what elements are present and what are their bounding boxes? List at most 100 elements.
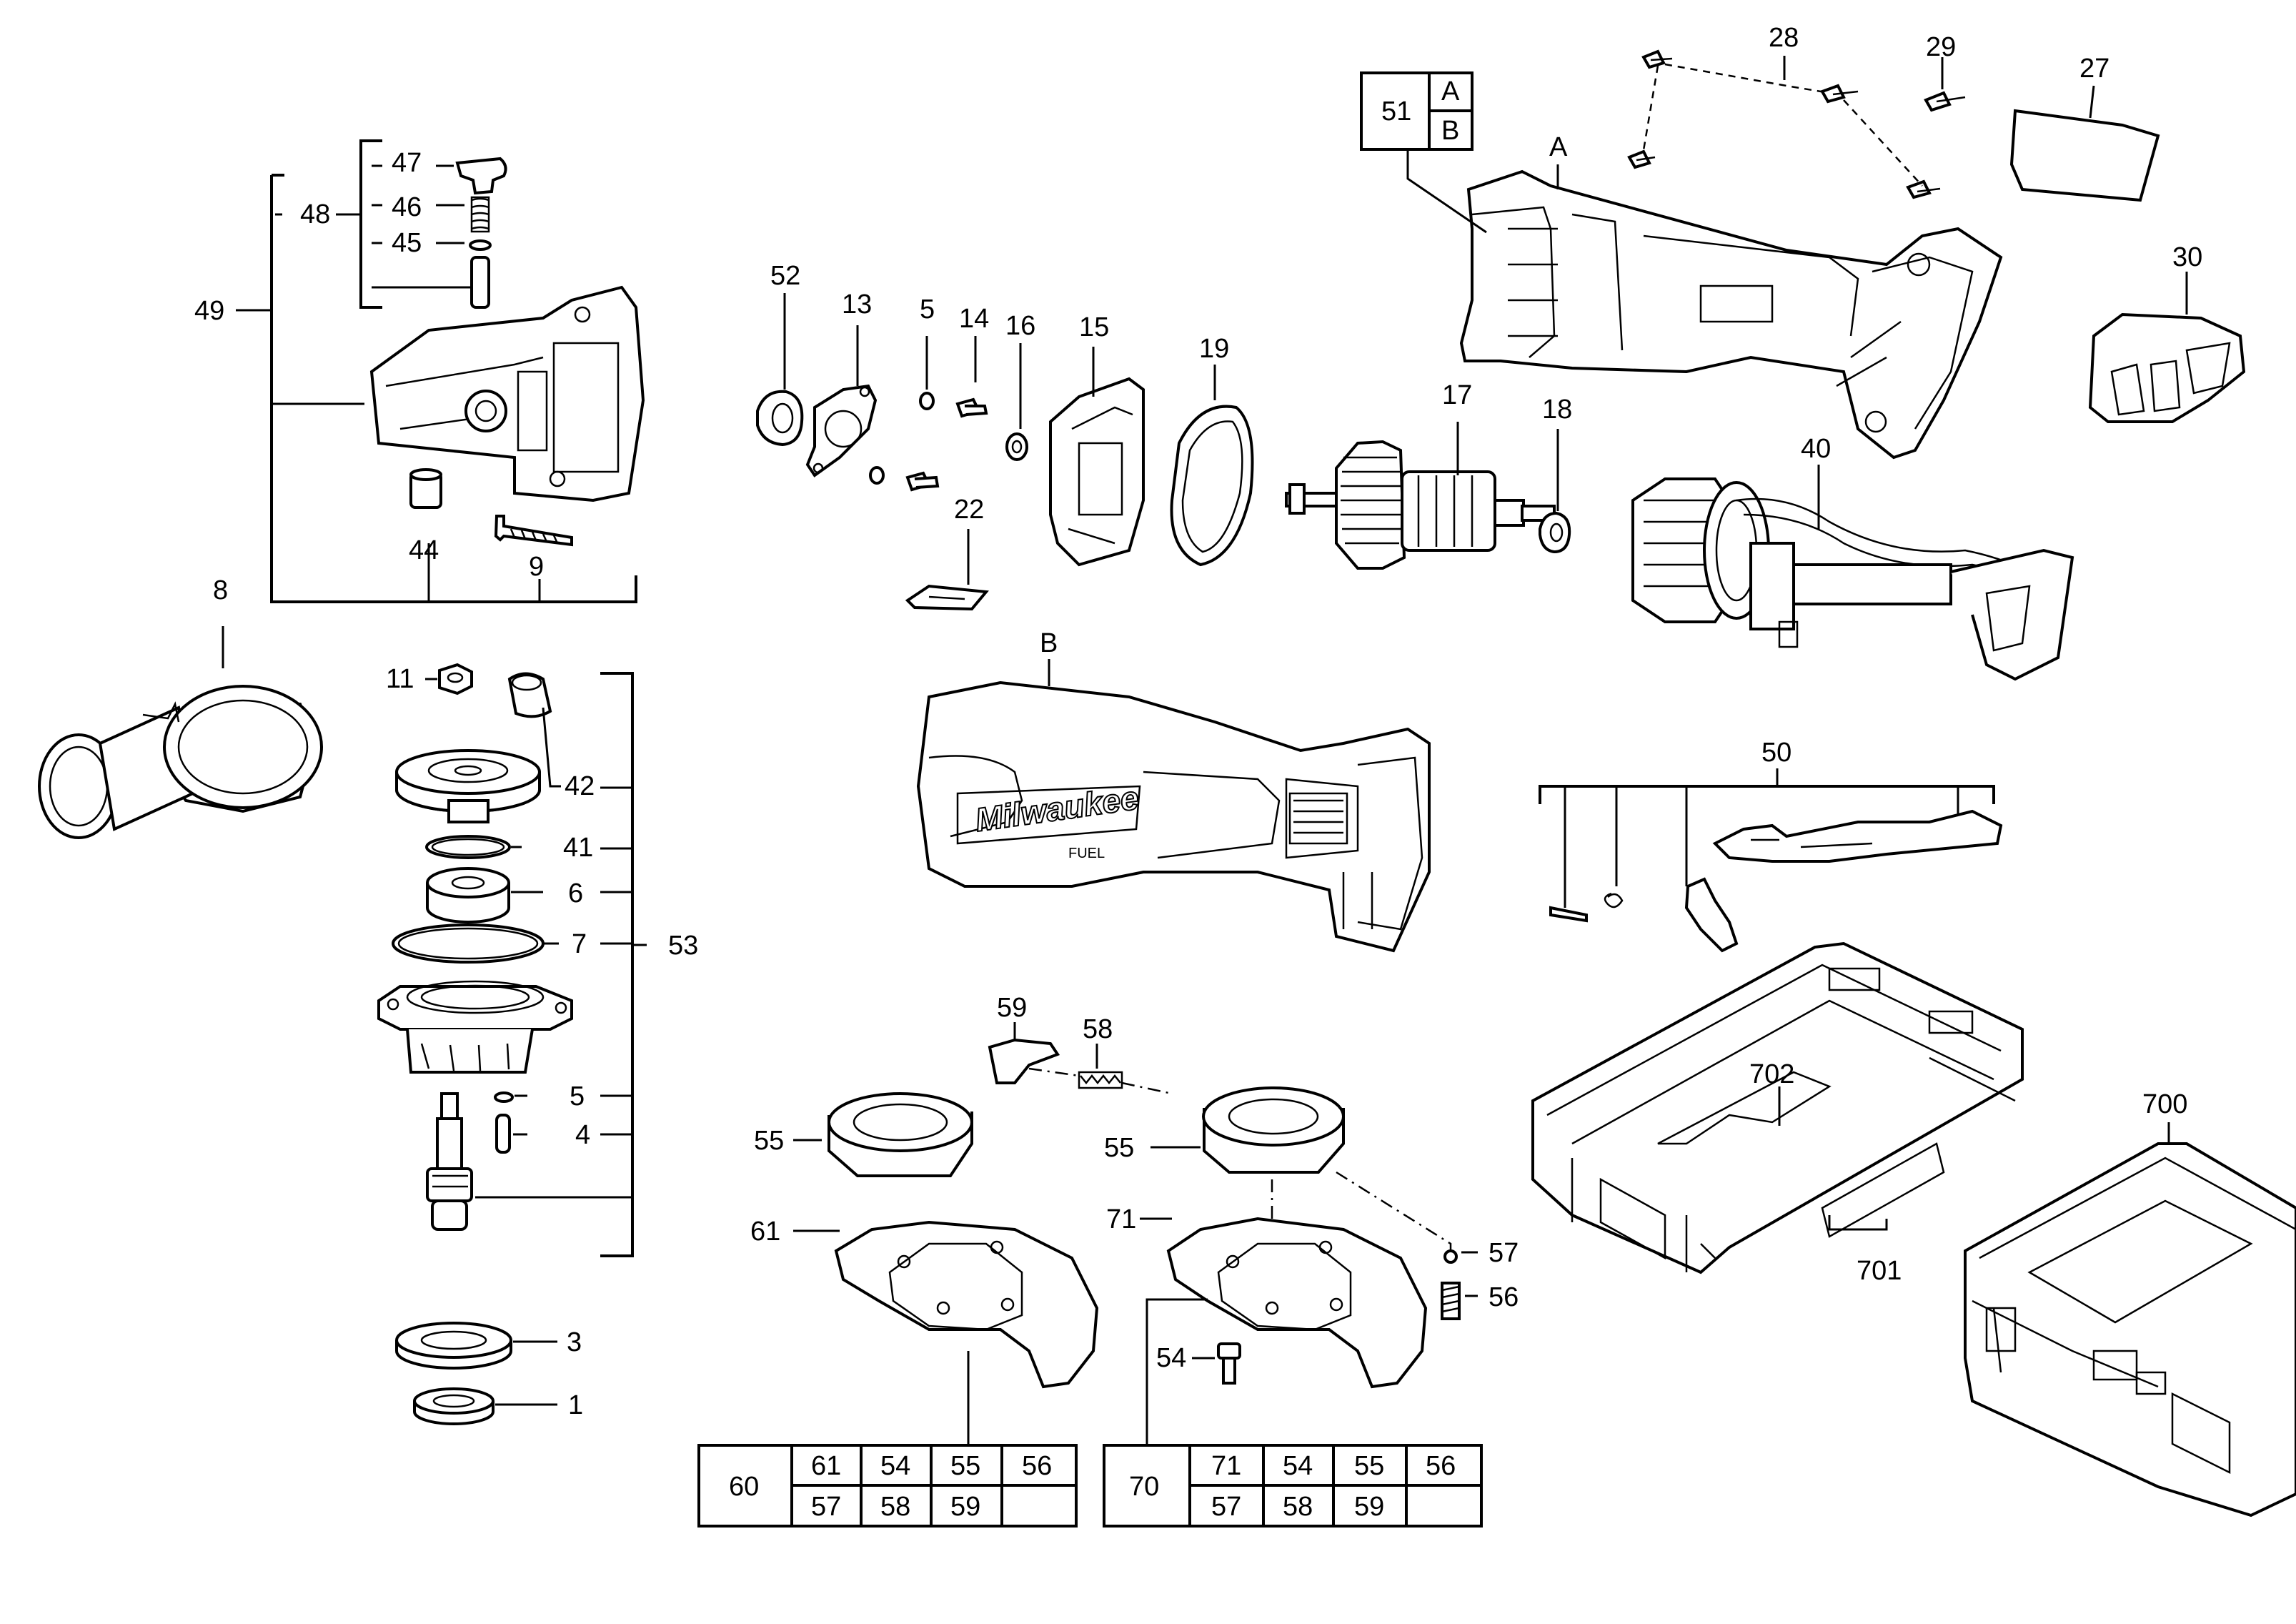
logo-fuel-text: FUEL [1068,846,1105,861]
part-4-pin [495,1114,527,1154]
part-54-screw [1192,1342,1241,1385]
table-70-cell: 55 [1354,1451,1384,1481]
bracket-53 [475,672,647,1257]
table-60-cell: 61 [811,1451,841,1481]
table-60-cell: 59 [950,1492,980,1522]
part-30-switch-cover [2088,272,2246,423]
part-56-spring [1441,1282,1478,1320]
part-19-ring [1170,365,1254,567]
label-56: 56 [1489,1282,1519,1312]
label-58: 58 [1083,1014,1113,1044]
label-71: 71 [1106,1204,1136,1234]
table-60-text: 60 61 54 55 56 57 58 59 [729,1451,1052,1522]
label-42: 42 [565,771,595,801]
part-45-washer [469,239,492,251]
label-45: 45 [392,228,422,258]
part-57-ball [1443,1249,1478,1264]
label-51-a: A [1441,76,1460,107]
label-b: B [1040,628,1058,658]
label-55-right: 55 [1104,1133,1134,1163]
part-55-clamp-band-a [793,1092,973,1177]
label-27: 27 [2079,54,2109,84]
label-28: 28 [1769,23,1799,53]
table-70-cell: 54 [1283,1451,1313,1481]
label-41: 41 [563,833,593,863]
label-47: 47 [392,148,422,178]
label-40: 40 [1801,434,1831,464]
label-701: 701 [1857,1256,1902,1286]
part-28-screws [1627,49,1941,199]
part-27-label [2009,85,2160,202]
table-60-cell: 55 [950,1451,980,1481]
label-6: 6 [568,878,583,908]
label-13: 13 [842,289,872,320]
part-11-nut [425,663,473,695]
label-22: 22 [954,495,984,525]
part-lock-pin [470,256,490,309]
table-70-cell: 58 [1283,1492,1313,1522]
part-58-spring [1078,1044,1173,1095]
label-8: 8 [213,575,228,605]
part-a-housing [1459,164,2003,460]
part-15-bearing-holder [1049,347,1145,567]
part-bearing-plate [377,980,573,1074]
part-42-bearing-sleeve [507,672,561,788]
part-13-bearing-plate [805,325,878,477]
label-1: 1 [568,1390,583,1420]
label-54: 54 [1156,1343,1186,1373]
part-18-bearing [1539,429,1571,554]
label-51: 51 [1381,96,1411,127]
label-57: 57 [1489,1238,1519,1268]
label-55-left: 55 [754,1126,784,1156]
part-46-spring [470,196,490,233]
part-17-armature [1285,422,1556,570]
table-60 [697,1444,1078,1528]
table-60-cell: 57 [811,1492,841,1522]
label-52: 52 [770,261,800,291]
part-6-bearing [426,867,543,924]
part-spindle [426,1092,473,1231]
part-1-lock-nut [413,1387,557,1425]
label-702: 702 [1749,1059,1794,1089]
table-60-kit: 60 [729,1472,759,1502]
label-7: 7 [572,929,587,959]
table-70-cell: 59 [1354,1492,1384,1522]
part-29-screw [1924,57,1966,112]
table-70-cell: 71 [1211,1451,1241,1481]
part-3-flange [395,1322,557,1370]
label-11: 11 [386,664,414,694]
callout-labels: 47 46 45 48 49 44 9 8 11 42 41 6 7 53 5 … [194,23,2202,1420]
label-29: 29 [1926,32,1956,62]
table-60-cell: 54 [880,1451,910,1481]
label-5-upper: 5 [920,294,935,325]
label-51-b: B [1441,116,1459,146]
part-9-screw [494,515,573,547]
label-49: 49 [194,296,224,326]
table-60-cell: 58 [880,1492,910,1522]
part-47-lock-button [455,157,507,195]
part-7-o-ring [392,924,559,964]
part-22-label [905,529,989,611]
part-52-bearing [756,293,804,447]
part-41-retaining-ring [425,835,522,859]
bracket-50 [1539,768,1995,908]
part-14-screw [905,336,988,492]
part-700-case [1964,1122,2296,1517]
label-48: 48 [300,199,330,229]
label-16: 16 [1005,311,1035,341]
label-46: 46 [392,192,422,222]
table-70-cell: 56 [1426,1451,1456,1481]
part-50-paddle [1549,809,2003,953]
label-a: A [1549,132,1568,162]
label-14: 14 [959,304,989,334]
table-70-text: 70 71 54 55 56 57 58 59 [1129,1451,1456,1522]
label-700: 700 [2142,1089,2187,1119]
part-8-side-handle [38,626,323,839]
part-40-stator-assembly [1631,465,2074,681]
part-71-guard [1140,1217,1428,1444]
label-53: 53 [668,931,698,961]
part-701-case [1531,941,2024,1274]
table-70-cell: 57 [1211,1492,1241,1522]
label-19: 19 [1199,334,1229,364]
